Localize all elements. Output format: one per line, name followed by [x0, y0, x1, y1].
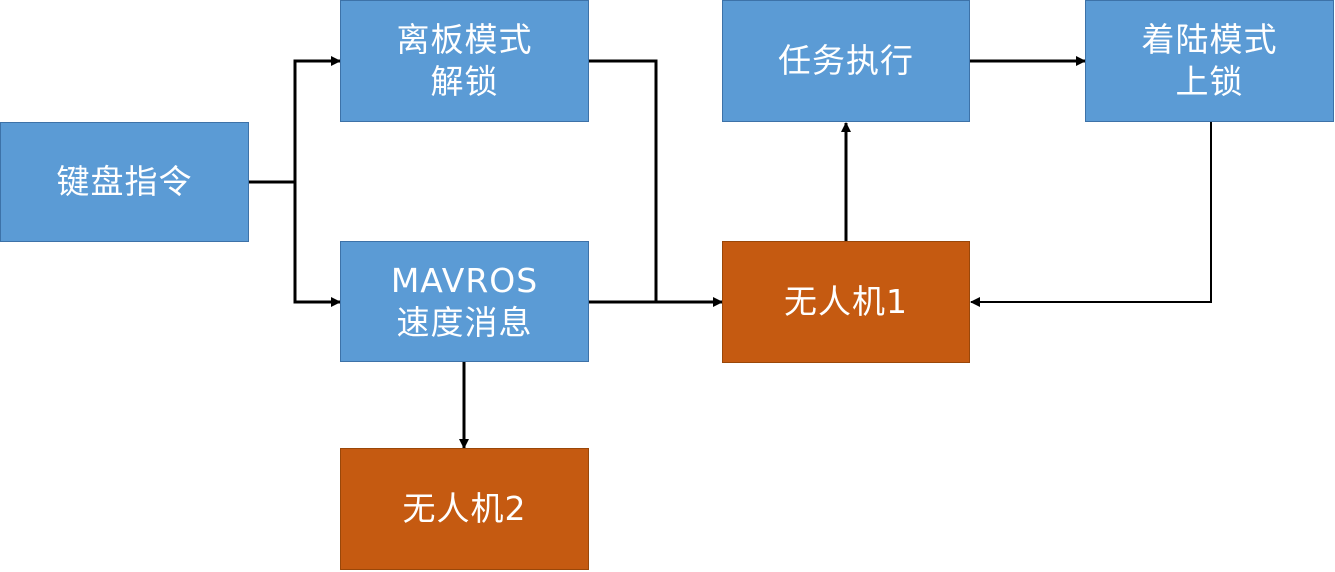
- drone1-label: 无人机1: [784, 282, 908, 321]
- mavros-velocity-label-line2: 速度消息: [396, 302, 533, 342]
- drone1-box: 无人机1: [722, 241, 970, 363]
- edge-takeoff-unlock-to-drone1: [589, 59, 658, 302]
- landing-lock-label-line1: 着陆模式: [1141, 20, 1278, 59]
- keyboard-command-label: 键盘指令: [56, 162, 193, 201]
- landing-lock-label-line2: 上锁: [1175, 62, 1244, 101]
- mavros-velocity-label-line1: MAVROS: [390, 260, 539, 300]
- edge-landing-lock-to-drone1: [970, 122, 1212, 307]
- takeoff-unlock-label-line2: 解锁: [430, 62, 499, 101]
- mission-execution-label: 任务执行: [778, 41, 914, 80]
- drone2-label: 无人机2: [402, 489, 527, 528]
- mission-execution-box: 任务执行: [722, 0, 970, 122]
- edge-keyboard-to-mavros-velocity: [293, 182, 341, 307]
- drone2-box: 无人机2: [340, 448, 589, 570]
- keyboard-command-box: 键盘指令: [0, 122, 249, 242]
- takeoff-unlock-box: 离板模式 解锁: [340, 0, 589, 122]
- mavros-velocity-box: MAVROS 速度消息: [340, 241, 589, 362]
- takeoff-unlock-label-line1: 离板模式: [396, 20, 533, 59]
- edge-keyboard-to-takeoff-unlock: [249, 56, 341, 184]
- landing-lock-box: 着陆模式 上锁: [1085, 0, 1334, 122]
